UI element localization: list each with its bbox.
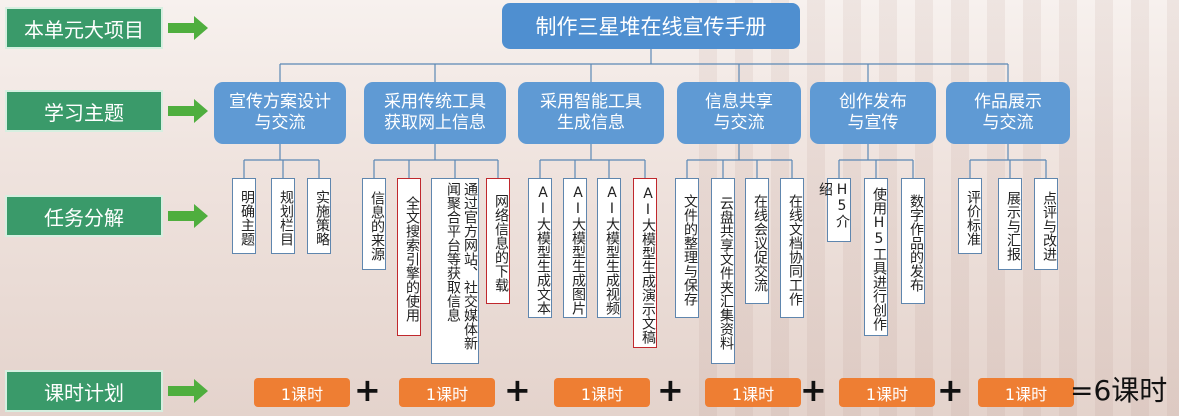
arrow-right-icon: [168, 204, 208, 228]
total-hours: =6课时: [1070, 374, 1168, 407]
task-item: 在线会议促交流: [745, 178, 769, 304]
task-item: 评价标准: [958, 178, 982, 254]
project-title: 制作三星堆在线宣传手册: [502, 3, 800, 49]
task-item: 文件的整理与保存: [675, 178, 699, 318]
task-item: 实施策略: [307, 178, 331, 254]
row-label-tasks: 任务分解: [5, 195, 163, 237]
arrow-right-icon: [168, 16, 208, 40]
task-item: AI大模型生成视频: [597, 178, 621, 318]
theme-box: 采用传统工具获取网上信息: [364, 82, 506, 144]
lesson-badge: 1课时: [839, 378, 935, 407]
theme-box: 采用智能工具生成信息: [518, 82, 664, 144]
task-item: 点评与改进: [1034, 178, 1058, 270]
task-item: 展示与汇报: [998, 178, 1022, 270]
theme-box: 创作发布与宣传: [810, 82, 936, 144]
plus-sign: +: [354, 371, 381, 409]
task-item: 使用H5工具进行创作: [864, 178, 888, 336]
task-item: 规划栏目: [271, 178, 295, 254]
row-label-project: 本单元大项目: [5, 7, 163, 49]
task-item: 数字作品的发布: [901, 178, 925, 304]
plus-sign: +: [657, 371, 684, 409]
task-item: 全文搜索引擎的使用: [397, 178, 421, 336]
theme-box: 作品展示与交流: [946, 82, 1070, 144]
theme-box: 信息共享与交流: [677, 82, 801, 144]
lesson-badge: 1课时: [554, 378, 650, 407]
lesson-badge: 1课时: [978, 378, 1074, 407]
task-item: 网络信息的下载: [486, 178, 510, 304]
task-item: AI大模型生成文本: [528, 178, 552, 318]
plus-sign: +: [504, 371, 531, 409]
lesson-badge: 1课时: [705, 378, 801, 407]
lesson-badge: 1课时: [254, 378, 350, 407]
task-item: 通过官方网站、社交媒体新闻聚合平台等获取信息: [431, 178, 479, 364]
row-label-lessons: 课时计划: [5, 370, 163, 412]
lesson-badge: 1课时: [399, 378, 495, 407]
task-item: 明确主题: [232, 178, 256, 254]
plus-sign: +: [937, 371, 964, 409]
arrow-right-icon: [168, 379, 208, 403]
plus-sign: +: [800, 371, 827, 409]
task-item: H5介绍: [817, 178, 851, 242]
row-label-theme: 学习主题: [5, 90, 163, 132]
task-item: 信息的来源: [362, 178, 386, 270]
task-item: AI大模型生成图片: [563, 178, 587, 318]
theme-box: 宣传方案设计与交流: [214, 82, 346, 144]
background-decoration: [699, 0, 1179, 416]
task-item: AI大模型生成演示文稿: [633, 178, 657, 348]
task-item: 在线文档协同工作: [780, 178, 804, 318]
arrow-right-icon: [168, 99, 208, 123]
task-item: 云盘共享文件夹汇集资料: [711, 178, 735, 364]
